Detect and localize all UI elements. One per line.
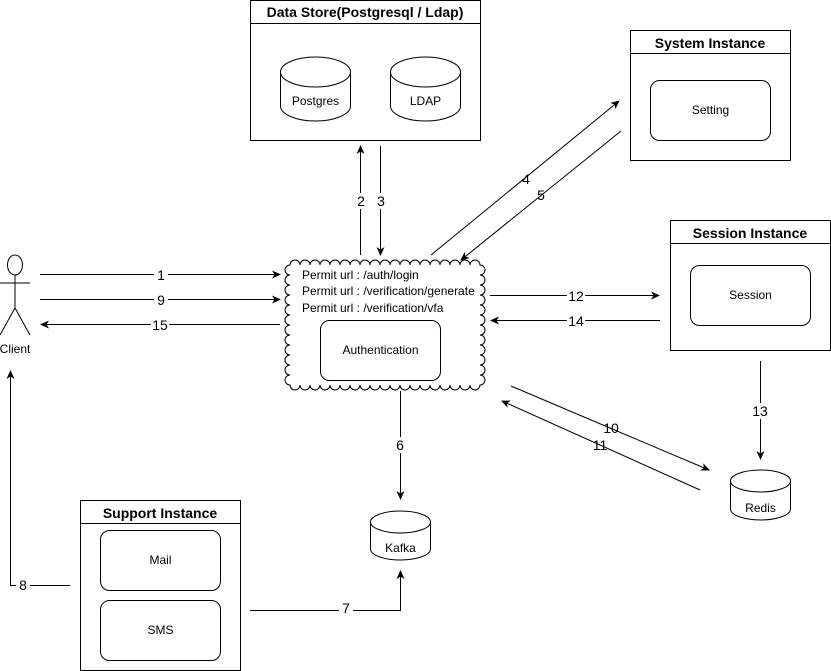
data-store-box: Data Store(Postgresql / Ldap) Postgres L… (250, 0, 481, 141)
arrow-15-label: 15 (152, 317, 168, 333)
arrow-12-label: 12 (568, 288, 584, 304)
arrow-2-label: 2 (357, 193, 365, 209)
arrow-11 (501, 400, 701, 491)
arrow-6-label: 6 (396, 437, 404, 453)
system-instance-title: System Instance (655, 35, 766, 51)
session-instance-box: Session Instance Session (670, 220, 831, 351)
mail-label: Mail (149, 553, 171, 567)
client-actor (0, 254, 31, 336)
arrow-10-label: 10 (603, 420, 619, 436)
data-store-title: Data Store(Postgresql / Ldap) (267, 4, 464, 20)
permit-url-login: Permit url : /auth/login (302, 268, 419, 282)
support-instance-box: Support Instance Mail SMS (80, 500, 241, 671)
arrow-9-label: 9 (157, 292, 165, 308)
ldap-label: LDAP (410, 94, 441, 108)
system-instance-box: System Instance Setting (630, 30, 791, 161)
arrow-1-label: 1 (157, 267, 165, 283)
session-instance-title: Session Instance (693, 225, 808, 241)
setting-label: Setting (692, 103, 729, 117)
arrow-4-label: 4 (522, 171, 530, 187)
arrow-7-label: 7 (342, 600, 350, 616)
permit-url-vfa: Permit url : /verification/vfa (302, 301, 444, 315)
arrow-5-label: 5 (537, 187, 545, 203)
arrow-10 (510, 385, 710, 471)
kafka-database: Kafka (370, 510, 431, 561)
arrow-8 (6, 370, 70, 586)
session-label: Session (729, 288, 772, 302)
redis-label: Redis (745, 501, 776, 515)
arrow-11-label: 11 (593, 437, 608, 453)
arrow-13-label: 13 (752, 403, 768, 419)
postgres-database: Postgres (280, 56, 351, 122)
arrow-7 (250, 570, 405, 611)
arrow-4 (430, 100, 620, 256)
authentication-box (320, 320, 441, 381)
redis-database: Redis (730, 469, 791, 521)
kafka-label: Kafka (385, 541, 416, 555)
setting-box (650, 80, 771, 141)
support-instance-title: Support Instance (103, 505, 218, 521)
sms-label: SMS (147, 623, 173, 637)
ldap-database: LDAP (390, 56, 461, 122)
authentication-label: Authentication (342, 343, 418, 357)
mail-box (100, 530, 221, 591)
client-head-icon (7, 254, 23, 276)
session-box (690, 265, 811, 326)
arrow-8-label: 8 (19, 577, 27, 593)
authentication-cloud: Permit url : /auth/login Permit url : /v… (284, 259, 486, 391)
permit-url-generate: Permit url : /verification/generate (302, 284, 475, 298)
arrow-5 (460, 130, 622, 261)
arrow-14-label: 14 (568, 313, 584, 329)
postgres-label: Postgres (292, 94, 339, 108)
arrow-3-label: 3 (377, 193, 385, 209)
sms-box (100, 600, 221, 661)
client-label: Client (0, 342, 31, 356)
